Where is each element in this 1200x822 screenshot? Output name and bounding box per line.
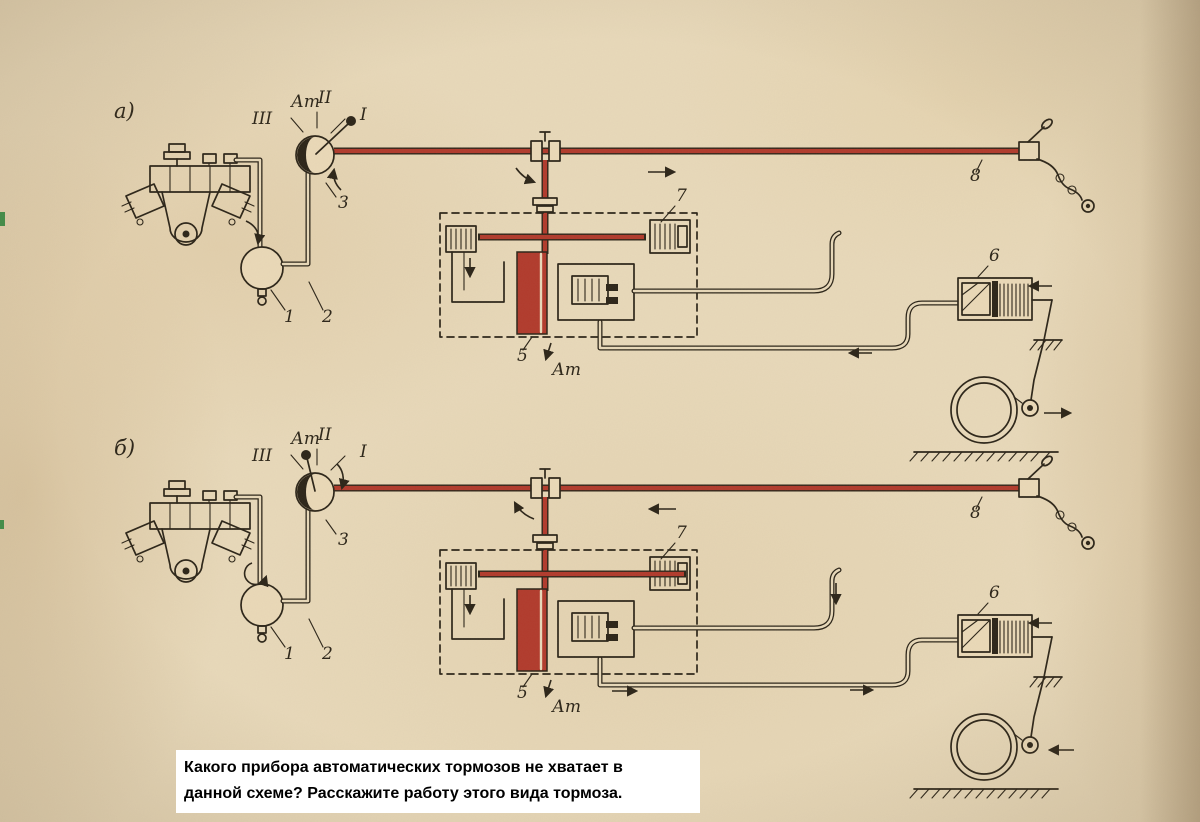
question-box: Какого прибора автоматических тормозов н… bbox=[176, 750, 700, 814]
question-line-2: данной схеме? Расскажите работу этого ви… bbox=[184, 784, 623, 802]
question-line-1: Какого прибора автоматических тормозов н… bbox=[184, 759, 623, 776]
